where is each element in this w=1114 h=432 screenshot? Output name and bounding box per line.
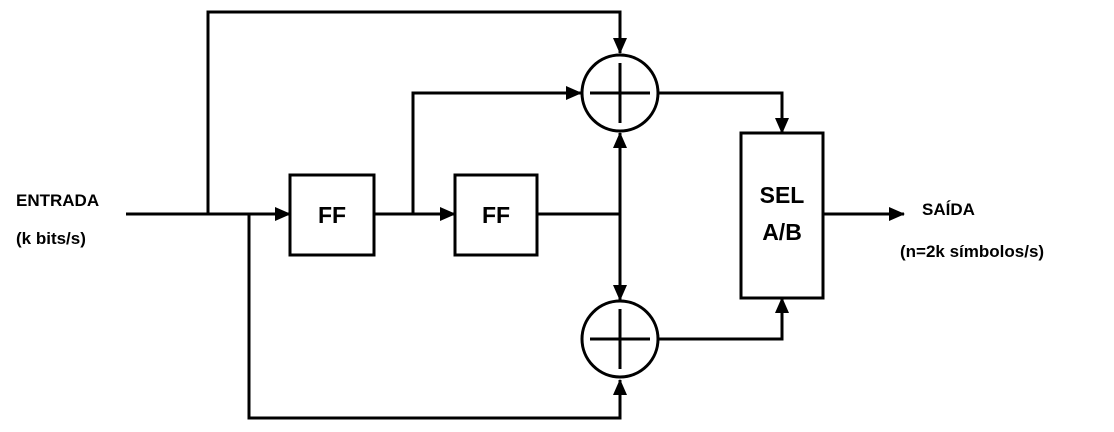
ff1-tap-to-upper-adder-path — [411, 86, 582, 214]
wires — [126, 10, 905, 420]
selector-label-line2: A/B — [762, 219, 802, 245]
lower-adder-to-selector-path — [659, 297, 789, 341]
input-to-lower-adder-bottom-path — [247, 214, 627, 420]
input-to-upper-adder-top-path — [206, 10, 627, 214]
selector-label-line1: SEL — [760, 182, 805, 208]
ff1-block: FF — [288, 173, 376, 257]
lower-adder — [580, 299, 660, 379]
upper-adder-to-selector-path — [659, 91, 789, 134]
ff2-label: FF — [482, 202, 510, 228]
ff1-label: FF — [318, 202, 346, 228]
input-rate-label: (k bits/s) — [16, 229, 86, 248]
ff2-block: FF — [453, 173, 539, 257]
output-rate-label: (n=2k símbolos/s) — [900, 242, 1044, 261]
upper-adder — [580, 53, 660, 133]
selector-block: SEL A/B — [739, 131, 825, 300]
input-label: ENTRADA — [16, 191, 99, 210]
output-label: SAÍDA — [922, 200, 975, 219]
